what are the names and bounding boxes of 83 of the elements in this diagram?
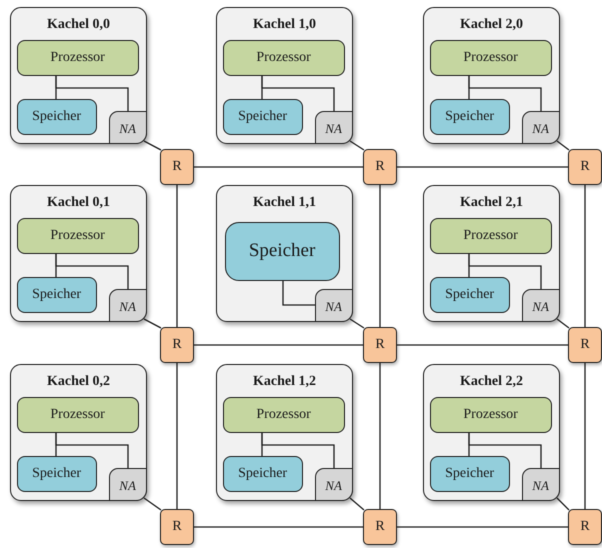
connector-line (261, 433, 335, 468)
connector-line (397, 344, 568, 346)
tile-box (10, 7, 147, 144)
connector-line (194, 526, 363, 528)
connector-line (379, 185, 381, 327)
connector-line (55, 76, 129, 111)
processor-box: Prozessor (16, 40, 139, 76)
network-adapter-box: NA (522, 110, 560, 144)
connector-line (144, 318, 162, 329)
tile-box (423, 185, 560, 322)
memory-box: Speicher (430, 276, 510, 313)
tile-title: Kachel 1,2 (252, 374, 317, 390)
memory-box: Speicher (222, 456, 303, 492)
router-box: R (363, 327, 397, 363)
connector-line (55, 254, 129, 289)
network-adapter-box: NA (314, 468, 353, 501)
tile-box (216, 364, 353, 501)
memory-box: Speicher (16, 98, 97, 135)
tile-title: Kachel 0,0 (46, 17, 111, 32)
connector-line (468, 433, 542, 468)
connector-line (194, 166, 363, 168)
tile-title: Kachel 2,0 (459, 17, 524, 32)
connector-line (144, 497, 162, 511)
processor-box: Prozessor (222, 40, 345, 76)
connector-line (261, 76, 335, 111)
router-box: R (568, 509, 602, 545)
network-adapter-box: NA (314, 288, 353, 322)
memory-box: Speicher (430, 98, 510, 135)
tile-title: Kachel 1,0 (252, 17, 317, 32)
connector-line (176, 185, 178, 327)
memory-box: Speicher (222, 98, 303, 135)
network-adapter-box: NA (108, 468, 147, 501)
connector-line (584, 185, 586, 327)
network-adapter-box: NA (522, 288, 560, 322)
connector-line (282, 281, 315, 306)
connector-line (556, 140, 570, 151)
router-box: R (160, 149, 194, 185)
processor-box: Prozessor (222, 396, 345, 433)
processor-box: Prozessor (16, 218, 139, 254)
tile-title: Kachel 1,1 (252, 195, 317, 210)
memory-box: Speicher (430, 456, 510, 492)
connector-line (584, 363, 586, 509)
tile-title: Kachel 2,2 (459, 374, 524, 390)
processor-box: Prozessor (16, 396, 139, 433)
tile-box (216, 7, 353, 144)
tile-title: Kachel 2,1 (459, 195, 524, 210)
connector-line (144, 140, 162, 151)
router-box: R (568, 149, 602, 185)
connector-line (468, 254, 542, 289)
connector-line (350, 140, 364, 151)
connector-line (379, 363, 381, 509)
processor-box: Prozessor (430, 396, 552, 433)
connector-line (176, 363, 178, 509)
connector-line (350, 498, 364, 510)
tile-box (10, 185, 147, 322)
tile-title: Kachel 0,1 (46, 195, 111, 210)
tile-box (423, 7, 560, 144)
memory-box: Speicher (16, 456, 97, 492)
router-box: R (363, 509, 397, 545)
connector-line (194, 344, 363, 346)
tile-title: Kachel 0,2 (46, 374, 111, 390)
router-box: R (160, 509, 194, 545)
connector-line (55, 433, 129, 468)
memory-box: Speicher (16, 276, 97, 313)
tile-box (216, 185, 353, 322)
network-adapter-box: NA (314, 110, 353, 144)
router-box: R (160, 327, 194, 363)
processor-box: Prozessor (430, 40, 552, 76)
router-box: R (363, 149, 397, 185)
connector-line (468, 76, 542, 111)
router-box: R (568, 327, 602, 363)
tile-box (423, 364, 560, 501)
tile-box (10, 364, 147, 501)
connector-line (397, 526, 568, 528)
network-adapter-box: NA (522, 468, 560, 501)
network-adapter-box: NA (108, 110, 147, 144)
processor-box: Prozessor (430, 218, 552, 254)
memory-box: Speicher (224, 222, 340, 281)
connector-line (350, 318, 364, 329)
connector-line (556, 498, 570, 510)
connector-line (397, 166, 568, 168)
connector-line (556, 318, 570, 329)
network-adapter-box: NA (108, 288, 147, 322)
